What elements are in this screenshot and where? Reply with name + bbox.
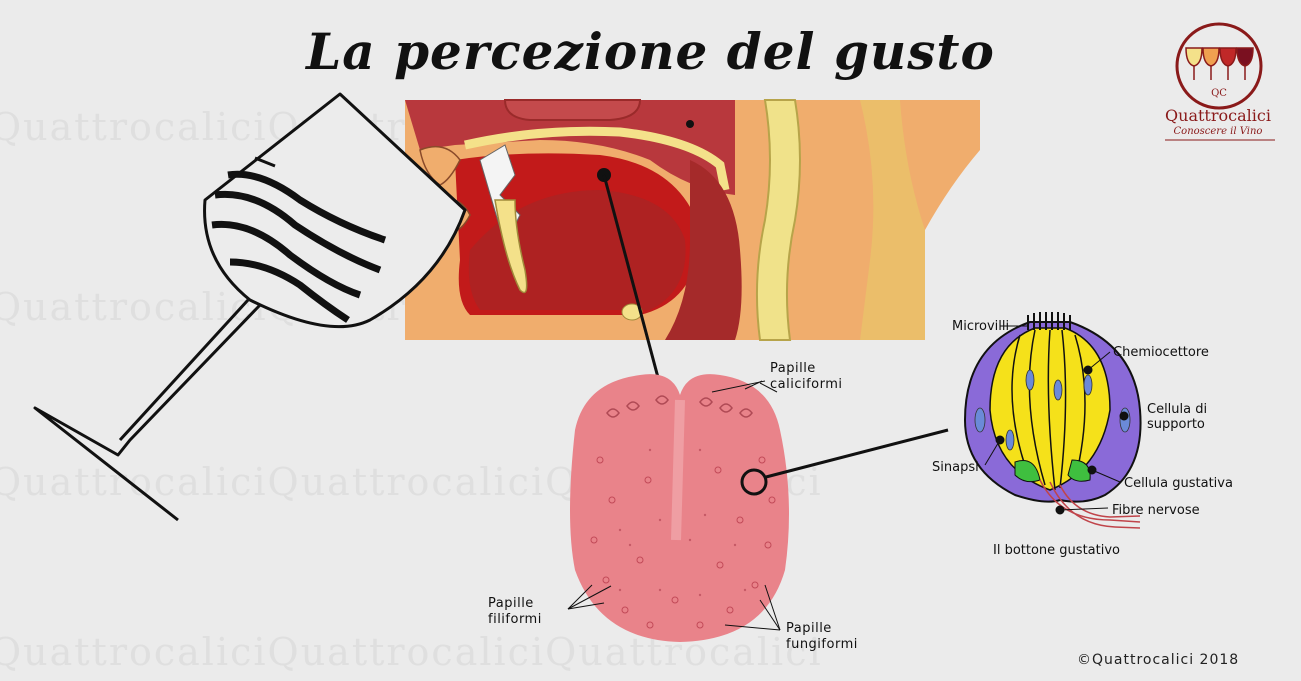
page-title: La percezione del gusto bbox=[306, 22, 995, 81]
tongue-label-arrows bbox=[567, 380, 781, 631]
label-chemiocettore: Chemiocettore bbox=[1113, 345, 1209, 360]
fungiform-papillae bbox=[590, 456, 776, 629]
label-papille-fungiformi: Papille fungiformi bbox=[786, 621, 858, 652]
zoom-circle bbox=[740, 468, 768, 496]
logo-name: Quattrocalici bbox=[1165, 106, 1271, 125]
wine-wave-3 bbox=[211, 220, 362, 299]
zoom-connector-line bbox=[765, 428, 949, 479]
spine-back bbox=[860, 100, 925, 340]
label-sinapsi: Sinapsi bbox=[932, 460, 979, 475]
label-papille-filiformi: Papille filiformi bbox=[488, 596, 542, 627]
nasal-area bbox=[405, 100, 735, 195]
wine-wave-2 bbox=[214, 190, 382, 274]
caliciform-papillae bbox=[606, 395, 753, 418]
label-cellula-gustativa: Cellula gustativa bbox=[1124, 476, 1233, 491]
bud-receptors bbox=[1014, 459, 1091, 483]
wine-glass bbox=[33, 92, 467, 522]
wine-wave-4 bbox=[229, 258, 350, 323]
throat bbox=[665, 160, 742, 340]
quattrocalici-logo-badge bbox=[1165, 22, 1275, 141]
label-microvilli: Microvilli bbox=[952, 319, 1010, 334]
label-papille-caliciformi: Papille caliciformi bbox=[770, 361, 843, 392]
nerve-fibers bbox=[1039, 479, 1141, 529]
glass-stem bbox=[33, 303, 262, 522]
palate bbox=[464, 126, 730, 191]
bud-label-pointers bbox=[984, 325, 1129, 515]
tongue-top-view bbox=[567, 374, 949, 642]
copyright-text: ©Quattrocalici 2018 bbox=[1077, 652, 1240, 668]
logo-glasses-icon bbox=[1185, 47, 1254, 80]
wine-wave-1 bbox=[227, 170, 387, 244]
spine bbox=[755, 99, 801, 341]
nasal-inner bbox=[503, 99, 642, 121]
upper-lip bbox=[419, 145, 461, 186]
taste-bud bbox=[963, 312, 1142, 529]
label-bottone-gustativo: Il bottone gustativo bbox=[993, 543, 1120, 558]
head-cross-section bbox=[405, 99, 980, 341]
jaw-bone bbox=[494, 199, 528, 294]
label-cellula-supporto: Cellula di supporto bbox=[1147, 402, 1208, 432]
microvilli-tufts bbox=[1027, 312, 1071, 330]
label-fibre-nervose: Fibre nervose bbox=[1112, 503, 1200, 518]
filiform-papillae bbox=[618, 448, 747, 597]
logo-tagline: Conoscere il Vino bbox=[1173, 126, 1263, 137]
logo-initials: QC bbox=[1211, 88, 1227, 99]
